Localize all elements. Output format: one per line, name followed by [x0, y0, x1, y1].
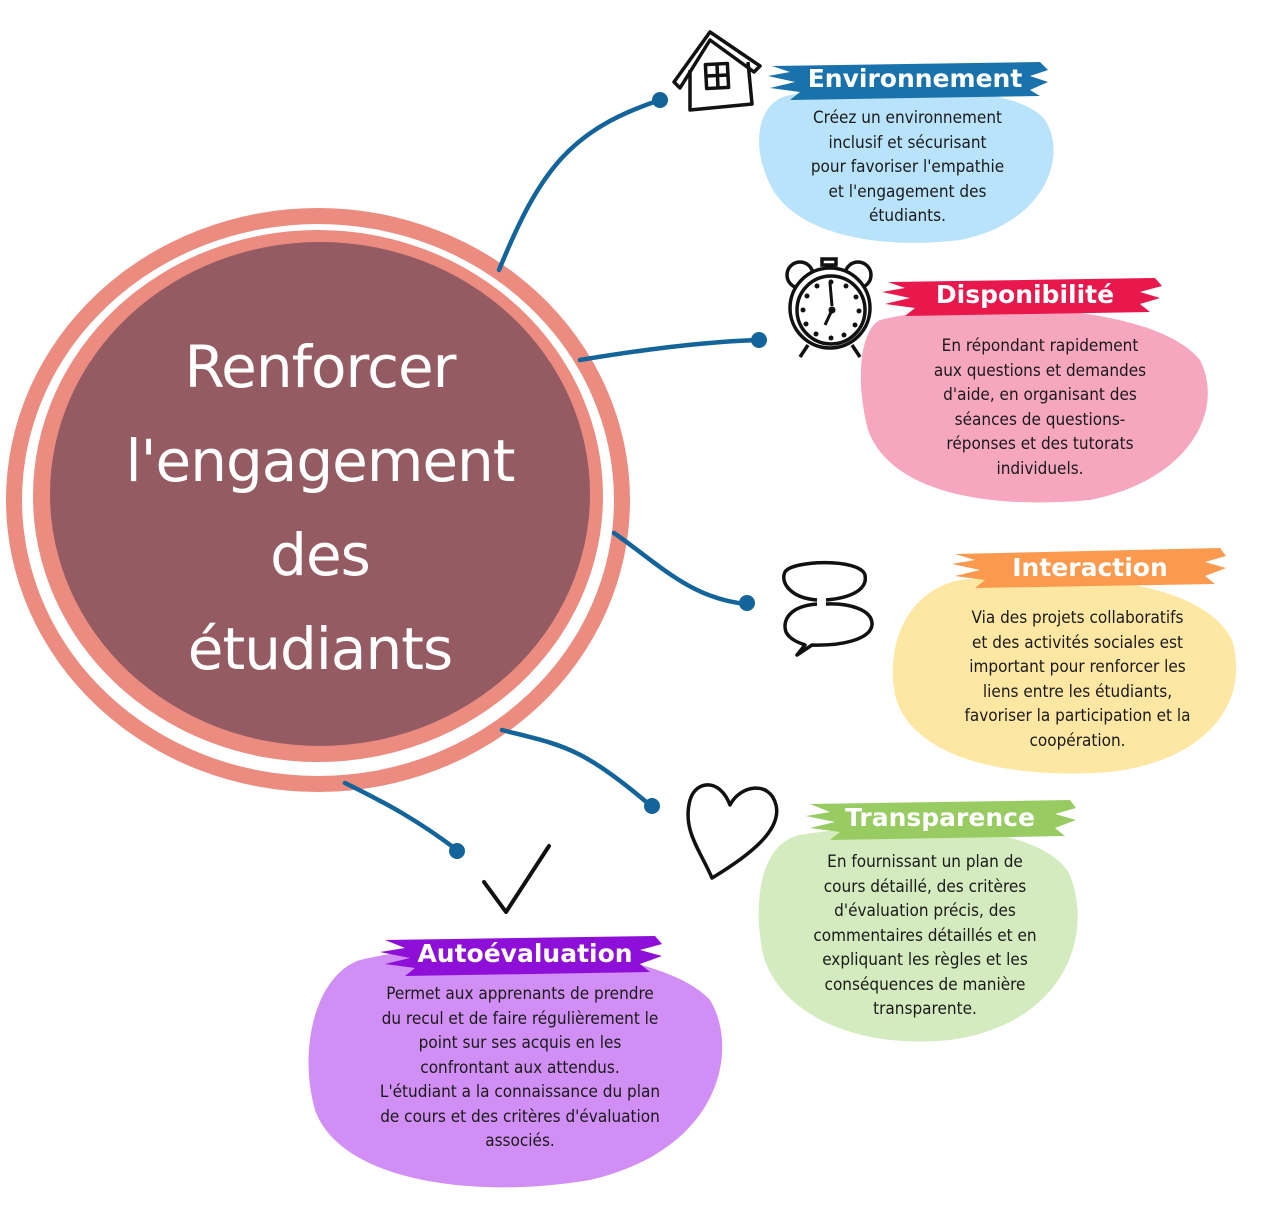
- center-circle: [6, 208, 630, 792]
- description-environnement: Créez un environnement inclusif et sécur…: [775, 106, 1040, 229]
- description-line: cours détaillé, des critères: [823, 876, 1027, 897]
- banner-autoevaluation-shape: [380, 936, 662, 976]
- connector-dot: [751, 332, 767, 348]
- center-title: Renforcer l'engagement des étudiants: [105, 320, 535, 696]
- description-line: liens entre les étudiants,: [982, 681, 1173, 702]
- connector-dot: [644, 798, 660, 814]
- speech-bubbles-icon: [782, 560, 874, 657]
- description-transparence: En fournissant un plan de cours détaillé…: [775, 850, 1075, 1022]
- banner-title-transparence: Transparence: [845, 803, 1035, 832]
- description-line: L'étudiant a la connaissance du plan: [379, 1082, 661, 1102]
- description-line: étudiants.: [869, 206, 946, 226]
- house-icon: [672, 30, 762, 112]
- description-line: transparente.: [873, 999, 977, 1019]
- description-line: individuels.: [996, 458, 1084, 479]
- description-line: associés.: [485, 1131, 555, 1151]
- banner-interaction-shape: [952, 548, 1226, 588]
- description-line: inclusif et sécurisant: [828, 132, 987, 153]
- description-line: Via des projets collaboratifs: [971, 608, 1184, 628]
- description-line: aux questions et demandes: [933, 360, 1147, 381]
- description-line: et des activités sociales est: [972, 632, 1183, 653]
- description-disponibilite: En répondant rapidement aux questions et…: [895, 334, 1185, 481]
- connector-transparence: [499, 727, 654, 809]
- description-line: favoriser la participation et la: [964, 706, 1191, 726]
- banner-title-environnement: Environnement: [807, 64, 1023, 93]
- description-autoevaluation: Permet aux apprenants de prendre du recu…: [330, 982, 710, 1154]
- description-line: important pour renforcer les: [969, 657, 1186, 677]
- banner-title-disponibilite: Disponibilité: [935, 280, 1115, 309]
- center-title-line: l'engagement: [125, 427, 515, 495]
- description-line: conséquences de manière: [824, 974, 1026, 995]
- alarm-clock-icon: [785, 257, 873, 358]
- heart-icon: [686, 783, 779, 880]
- description-line: point sur ses acquis en les: [418, 1033, 622, 1053]
- center-title-line: étudiants: [187, 615, 453, 683]
- description-line: Permet aux apprenants de prendre: [386, 984, 654, 1004]
- blob-interaction: [892, 576, 1237, 774]
- description-line: d'aide, en organisant des: [943, 385, 1137, 405]
- description-line: expliquant les règles et les: [822, 950, 1028, 970]
- checkmark-icon: [482, 844, 551, 914]
- blob-disponibilite: [860, 308, 1208, 503]
- connector-disponibilite: [577, 337, 760, 363]
- connectors: [342, 97, 760, 853]
- connector-dot: [739, 595, 755, 611]
- connector-dots: [449, 92, 767, 859]
- description-line: de cours et des critères d'évaluation: [380, 1106, 660, 1127]
- banner-title-interaction: Interaction: [1012, 553, 1168, 582]
- center-title-line: des: [270, 521, 371, 589]
- description-line: confrontant aux attendus.: [420, 1057, 620, 1078]
- connector-interaction: [611, 530, 749, 607]
- description-line: d'évaluation précis, des: [834, 901, 1016, 921]
- description-line: réponses et des tutorats: [946, 434, 1134, 454]
- connector-dot: [652, 92, 668, 108]
- description-line: et l'engagement des: [828, 181, 987, 202]
- description-line: commentaires détaillés et en: [813, 925, 1037, 946]
- description-line: Créez un environnement: [812, 108, 1003, 128]
- blob-environnement: [759, 87, 1054, 243]
- banner-transparence-shape: [806, 800, 1076, 840]
- description-line: En fournissant un plan de: [827, 852, 1023, 872]
- connector-environnement: [496, 97, 663, 273]
- banner-environnement-shape: [768, 62, 1048, 100]
- description-line: En répondant rapidement: [941, 336, 1139, 356]
- banner-title-autoevaluation: Autoévaluation: [417, 939, 633, 968]
- banner-disponibilite-shape: [882, 278, 1162, 316]
- connector-dot: [449, 843, 465, 859]
- description-line: séances de questions-: [954, 409, 1126, 430]
- blob-transparence: [758, 826, 1078, 1042]
- connector-autoevaluation: [342, 780, 460, 853]
- description-interaction: Via des projets collaboratifs et des act…: [925, 606, 1230, 753]
- description-line: pour favoriser l'empathie: [810, 157, 1005, 177]
- center-title-line: Renforcer: [184, 333, 456, 401]
- description-line: coopération.: [1029, 730, 1126, 751]
- blob-autoevaluation: [308, 947, 723, 1188]
- description-line: du recul et de faire régulièrement le: [381, 1008, 659, 1029]
